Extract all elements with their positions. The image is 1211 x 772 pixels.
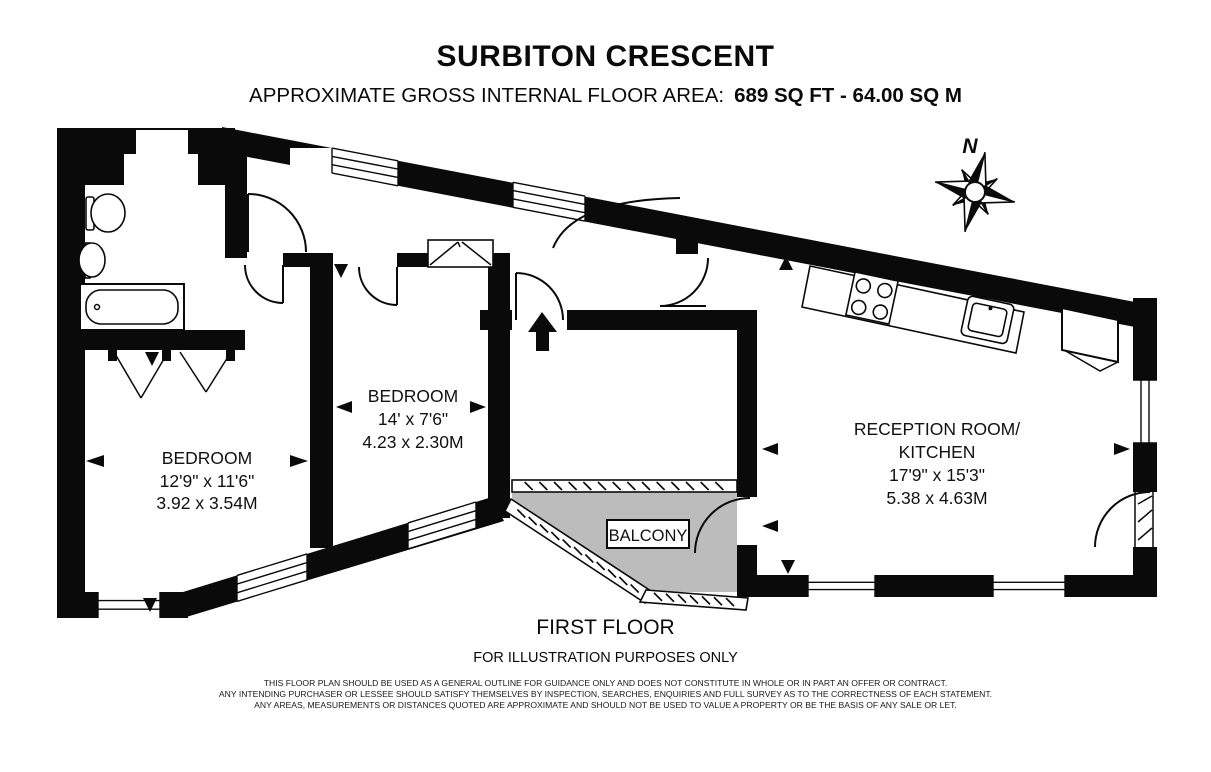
svg-text:12'9" x 11'6": 12'9" x 11'6" [160,471,255,491]
svg-text:17'9" x 15'3": 17'9" x 15'3" [889,465,985,485]
window-top-1 [331,147,399,187]
hall-door [552,197,681,249]
reception-label: RECEPTION ROOM/ KITCHEN 17'9" x 15'3" 5.… [854,419,1020,508]
bathroom-door [247,193,307,253]
floor-area-value: 689 SQ FT - 64.00 SQ M [734,84,962,107]
disclaimer-line: ANY AREAS, MEASUREMENTS OR DISTANCES QUO… [254,700,957,710]
kitchen-sink [960,295,1015,345]
compass-rose: N [935,135,1015,232]
bathtub [79,283,185,331]
window-bottom-2 [992,575,1066,597]
svg-text:RECEPTION ROOM/: RECEPTION ROOM/ [854,419,1020,439]
floor-label: FIRST FLOOR [536,616,675,639]
entrance-door [515,272,564,321]
bathroom-fixtures [78,193,185,331]
reception-door [659,257,709,307]
bedroom2-label: BEDROOM 14' x 7'6" 4.23 x 2.30M [362,386,463,452]
sink [78,242,106,279]
svg-text:5.38 x 4.63M: 5.38 x 4.63M [886,488,987,508]
disclaimer-text: THIS FLOOR PLAN SHOULD BE USED AS A GENE… [0,678,1211,711]
cupboard-kitchen [1061,306,1119,372]
disclaimer-line: ANY INTENDING PURCHASER OR LESSEE SHOULD… [218,689,993,699]
kitchen-fixtures [801,265,1025,354]
balcony-railings [503,479,749,611]
disclaimer-line: THIS FLOOR PLAN SHOULD BE USED AS A GENE… [263,678,948,688]
svg-text:BALCONY: BALCONY [609,527,688,545]
balcony-label: BALCONY [606,519,690,549]
window-bottom-1 [807,575,876,597]
bedroom1-label: BEDROOM 12'9" x 11'6" 3.92 x 3.54M [156,448,257,513]
stove [844,270,900,326]
bedroom2-door [358,266,398,306]
window-diagonal-1 [236,553,308,603]
entrance-arrow [528,312,557,351]
railing-ticks [516,481,735,607]
svg-text:BEDROOM: BEDROOM [368,386,458,406]
svg-text:BEDROOM: BEDROOM [162,448,252,468]
window-diagonal-2 [407,501,477,550]
room-labels: BEDROOM 12'9" x 11'6" 3.92 x 3.54M BEDRO… [156,386,1020,549]
illustration-note: FOR ILLUSTRATION PURPOSES ONLY [473,650,738,666]
dimension-arrows [86,256,1130,612]
bedroom1-closet-doors [113,351,232,399]
balcony-door [694,497,751,554]
floor-area-label: APPROXIMATE GROSS INTERNAL FLOOR AREA: [249,84,725,107]
closet-bifold-doors [427,239,494,268]
page-title: SURBITON CRESCENT [436,40,775,73]
svg-text:KITCHEN: KITCHEN [899,442,976,462]
svg-text:3.92 x 3.54M: 3.92 x 3.54M [156,493,257,513]
svg-text:14' x 7'6": 14' x 7'6" [378,409,448,429]
doors [113,193,1157,554]
svg-text:4.23 x 2.30M: 4.23 x 2.30M [362,432,463,452]
terrace-door-right [1094,491,1157,548]
floor-area-subtitle: APPROXIMATE GROSS INTERNAL FLOOR AREA: 68… [0,84,1211,108]
toilet [85,193,126,233]
window-right [1133,379,1157,444]
window-top-2 [512,181,586,222]
compass-north-label: N [962,135,978,158]
bedroom1-door [244,264,284,304]
